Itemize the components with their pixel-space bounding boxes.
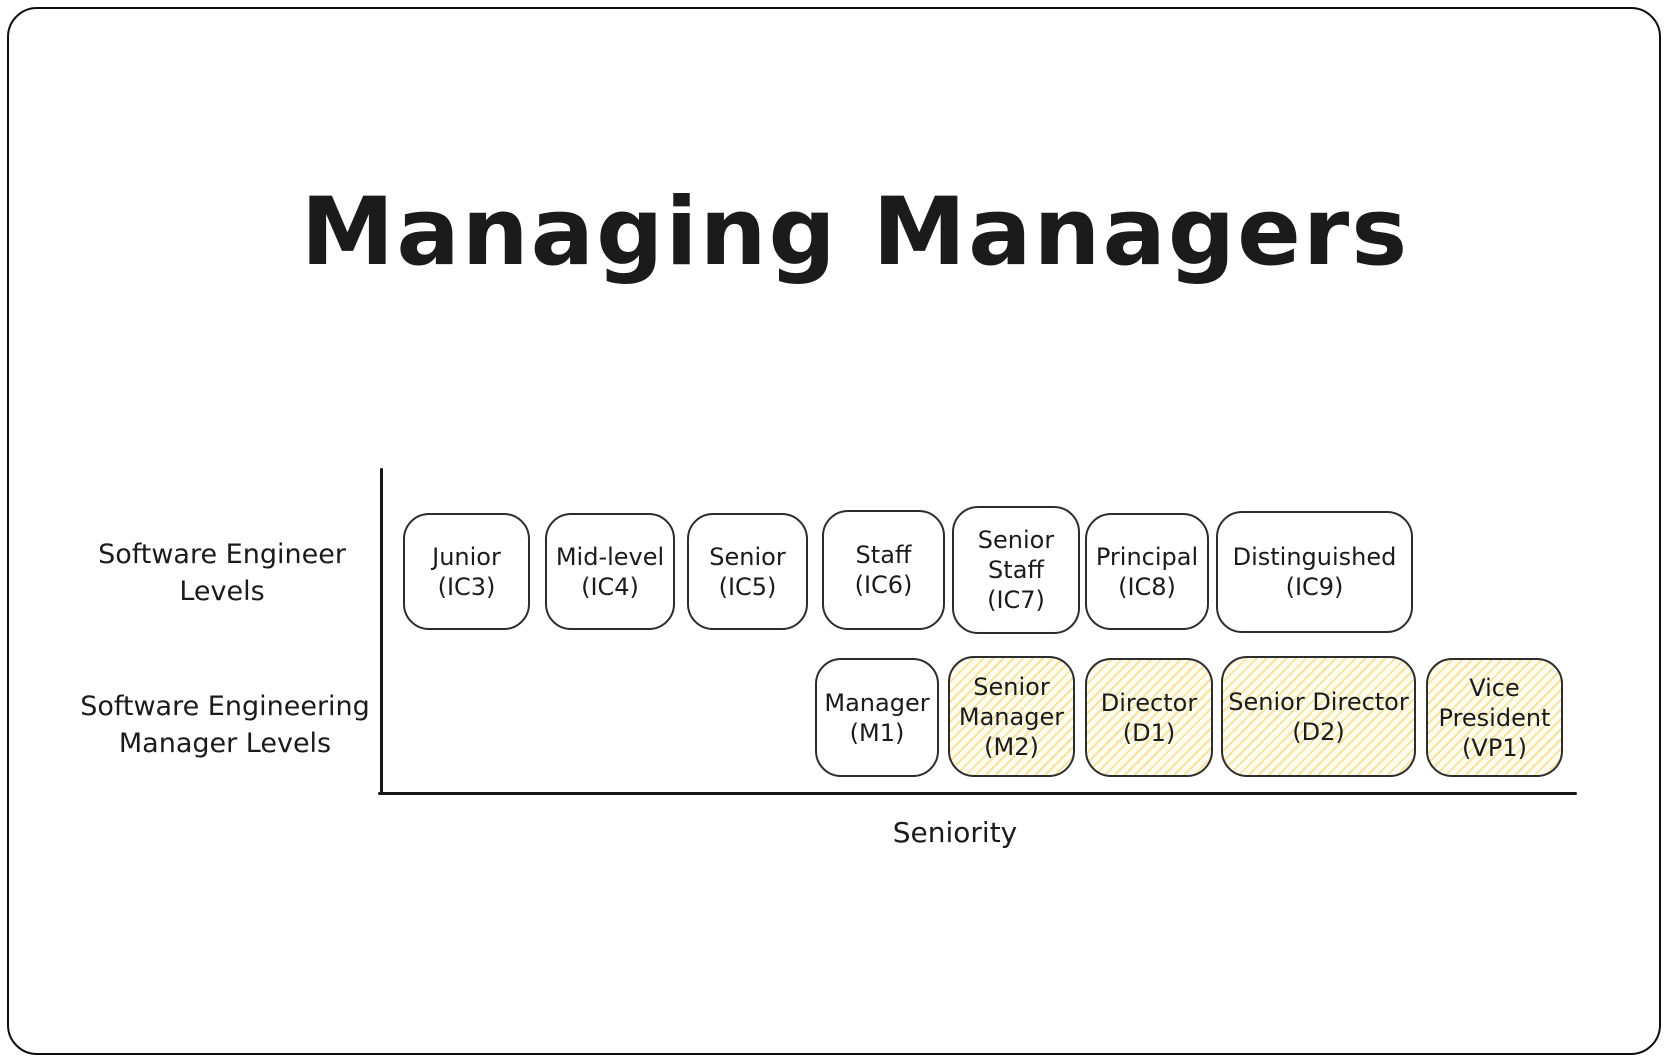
manager-levels-row-label-line1: Software Engineering [80, 691, 370, 722]
level-code: (IC5) [718, 572, 777, 601]
level-box-m1: Manager (M1) [815, 658, 939, 777]
level-name: Senior [709, 542, 786, 571]
level-name: Distinguished [1232, 543, 1397, 571]
level-box-ic3: Junior (IC3) [403, 513, 530, 630]
level-code: (M1) [849, 718, 905, 747]
engineer-levels-row-label-line1: Software Engineer [98, 539, 346, 570]
level-box-ic6: Staff (IC6) [822, 510, 945, 630]
level-name: Senior Director [1228, 687, 1409, 716]
level-box-ic9: Distinguished (IC9) [1216, 511, 1413, 633]
level-name: Mid-level [555, 542, 665, 571]
level-name: Manager [824, 688, 930, 717]
manager-levels-row-label: Software Engineering Manager Levels [45, 688, 405, 762]
engineer-levels-row-label: Software Engineer Levels [42, 536, 402, 610]
level-box-d2: Senior Director (D2) [1221, 656, 1416, 777]
level-name: Vice President [1438, 673, 1551, 732]
level-code: (IC4) [581, 572, 639, 601]
level-box-ic4: Mid-level (IC4) [545, 513, 675, 630]
manager-levels-row-label-line2: Manager Levels [118, 728, 332, 759]
level-code: (IC6) [854, 571, 913, 599]
level-code: (VP1) [1462, 733, 1527, 762]
level-code: (IC8) [1118, 572, 1176, 601]
level-name: Senior Staff [977, 526, 1055, 584]
level-box-ic8: Principal (IC8) [1085, 513, 1209, 630]
level-code: (IC9) [1285, 573, 1344, 601]
level-code: (D1) [1122, 718, 1176, 747]
x-axis-line [378, 792, 1577, 795]
x-axis-label: Seniority [892, 816, 1018, 849]
level-name: Junior [432, 542, 501, 571]
level-code: (M2) [984, 732, 1039, 761]
level-code: (IC3) [437, 572, 496, 601]
level-name: Director [1100, 688, 1198, 717]
level-name: Staff [855, 541, 912, 569]
engineer-levels-row-label-line2: Levels [179, 576, 265, 607]
y-axis-line [380, 468, 383, 795]
level-name: Principal [1095, 542, 1199, 571]
level-box-m2: Senior Manager (M2) [948, 656, 1075, 777]
diagram-title: Managing Managers [300, 178, 1410, 287]
level-box-ic7: Senior Staff (IC7) [952, 506, 1080, 634]
level-name: Senior Manager [958, 672, 1065, 731]
level-code: (D2) [1292, 717, 1345, 746]
level-box-vp1: Vice President (VP1) [1426, 658, 1563, 777]
level-code: (IC7) [987, 586, 1045, 614]
level-box-d1: Director (D1) [1085, 658, 1213, 777]
level-box-ic5: Senior (IC5) [687, 513, 808, 630]
